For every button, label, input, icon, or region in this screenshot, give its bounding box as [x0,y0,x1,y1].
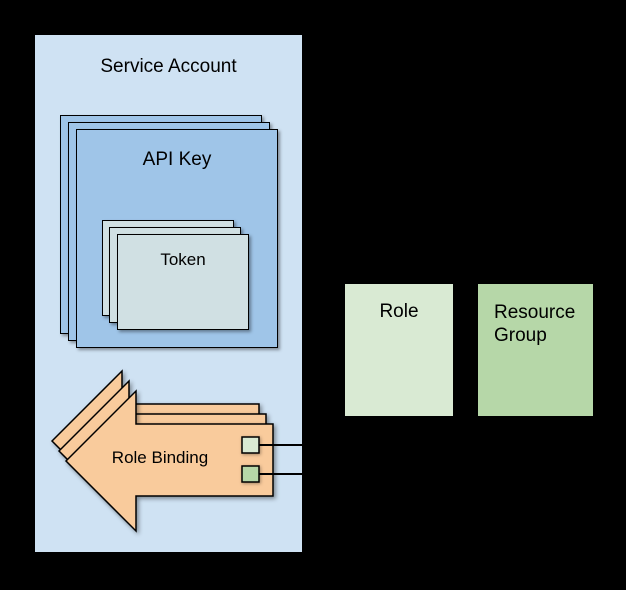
api-key-label: API Key [142,149,212,170]
role-label: Role [379,301,419,322]
token-label: Token [160,250,206,269]
service-account-label: Service Account [100,56,237,77]
resource-group-box [478,284,593,416]
token-stack-layer-front [117,234,249,330]
resource-group-label: Resource Group [494,302,576,346]
role-binding-label: Role Binding [111,448,209,467]
role-box [345,284,453,416]
